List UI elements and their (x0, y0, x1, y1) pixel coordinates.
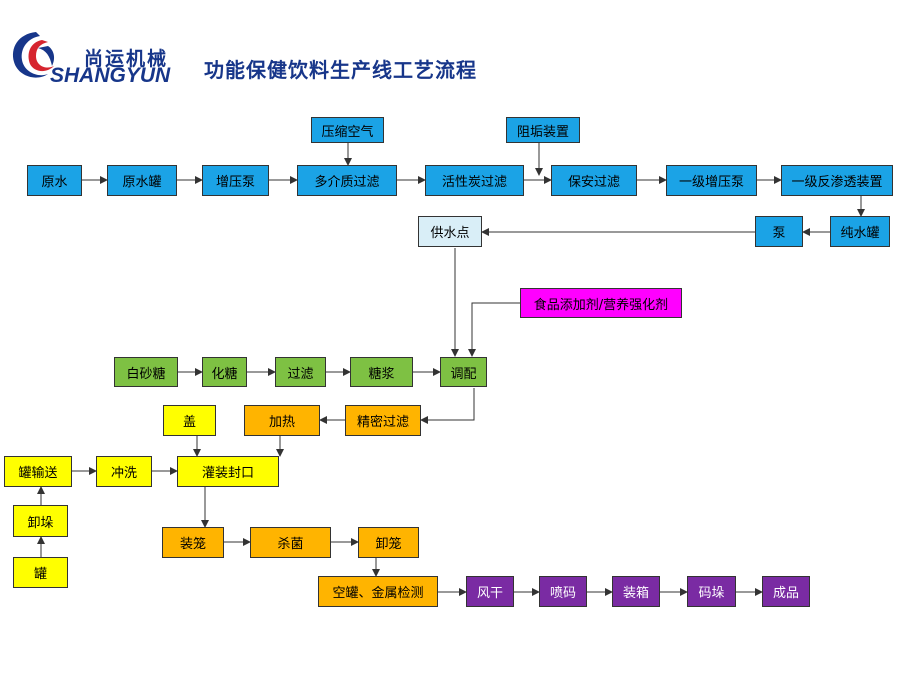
node-compressed-air: 压缩空气 (311, 117, 384, 143)
node-raw-water-tank: 原水罐 (107, 165, 177, 196)
node-primary-booster-pump: 一级增压泵 (666, 165, 757, 196)
node-coding: 喷码 (539, 576, 587, 607)
node-basket-loading: 装笼 (162, 527, 224, 558)
node-multimedia-filter: 多介质过滤 (297, 165, 397, 196)
node-syrup: 糖浆 (350, 357, 413, 387)
node-booster-pump: 增压泵 (202, 165, 269, 196)
node-raw-water: 原水 (27, 165, 82, 196)
node-finished-product: 成品 (762, 576, 810, 607)
node-boxing: 装箱 (612, 576, 660, 607)
node-precision-filter: 精密过滤 (345, 405, 421, 436)
node-pure-water-tank: 纯水罐 (830, 216, 890, 247)
node-air-drying: 风干 (466, 576, 514, 607)
node-unstacking: 卸垛 (13, 505, 68, 537)
logo-swirl-icon (12, 32, 55, 78)
shangyun-logo (12, 32, 55, 78)
node-blending: 调配 (440, 357, 487, 387)
node-palletizing: 码垛 (687, 576, 736, 607)
node-scale-inhibitor: 阻垢装置 (506, 117, 580, 143)
node-activated-carbon-filter: 活性炭过滤 (425, 165, 524, 196)
page-title: 功能保健饮料生产线工艺流程 (204, 58, 477, 82)
node-can-conveyor: 罐输送 (4, 456, 72, 487)
node-security-filter: 保安过滤 (551, 165, 637, 196)
node-pump: 泵 (755, 216, 803, 247)
node-water-supply-point: 供水点 (418, 216, 482, 247)
node-filling-sealing: 灌装封口 (177, 456, 279, 487)
logo-english-text: SHANGYUN (50, 64, 171, 87)
node-food-additive: 食品添加剂/营养强化剂 (520, 288, 682, 318)
node-can: 罐 (13, 557, 68, 588)
node-filtering: 过滤 (275, 357, 326, 387)
node-sugar-dissolving: 化糖 (202, 357, 247, 387)
node-heating: 加热 (244, 405, 320, 436)
node-reverse-osmosis: 一级反渗透装置 (781, 165, 893, 196)
node-washing: 冲洗 (96, 456, 152, 487)
node-empty-can-metal-detection: 空罐、金属检测 (318, 576, 438, 607)
node-sterilization: 杀菌 (250, 527, 331, 558)
node-white-sugar: 白砂糖 (114, 357, 178, 387)
node-cap: 盖 (163, 405, 216, 436)
logo-chinese-text: 尚运机械 (84, 48, 169, 70)
node-basket-unloading: 卸笼 (358, 527, 419, 558)
